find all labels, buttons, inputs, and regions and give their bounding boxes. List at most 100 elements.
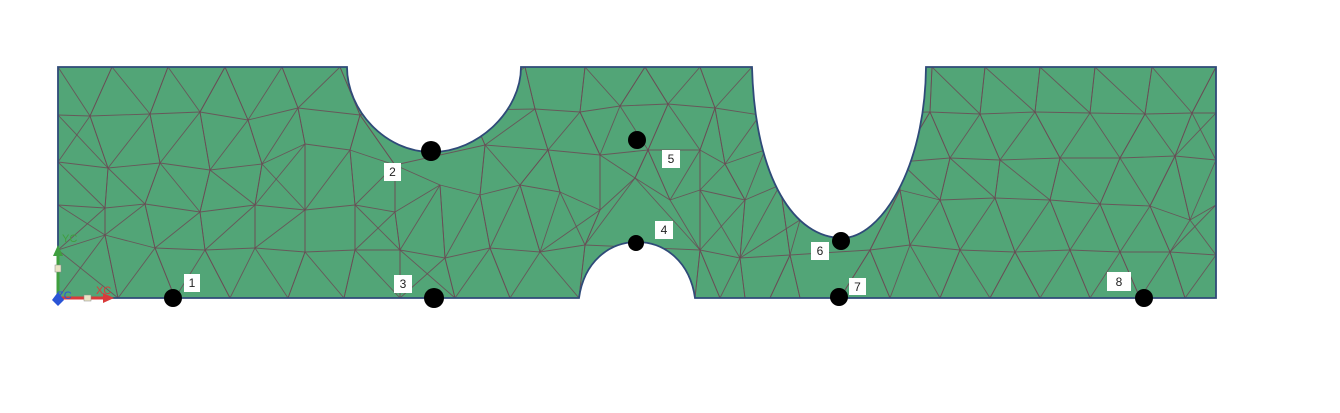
- mesh-edge: [559, 191, 586, 246]
- mesh-edge: [419, 67, 471, 111]
- mesh-edge: [104, 234, 119, 298]
- mesh-edge: [58, 234, 106, 251]
- mesh-edge: [979, 111, 1036, 115]
- mesh-edge: [1184, 254, 1216, 298]
- mesh-edge: [1144, 67, 1153, 115]
- mesh-edge: [489, 184, 521, 249]
- mesh-edge: [154, 211, 201, 249]
- svg-text:7: 7: [854, 280, 861, 294]
- mesh-edge: [58, 207, 106, 251]
- mesh-edge: [559, 191, 601, 211]
- node-8-label: 8: [1107, 272, 1131, 291]
- mesh-edge: [547, 149, 561, 193]
- mesh-edge: [58, 67, 91, 117]
- mesh-edge: [899, 189, 911, 246]
- mesh-edge: [144, 162, 161, 205]
- mesh-edge: [1174, 155, 1216, 161]
- mesh-edge: [744, 149, 766, 201]
- mesh-edge: [999, 157, 1061, 161]
- mesh-edge: [739, 219, 801, 259]
- mesh-edge: [789, 254, 801, 298]
- mesh-edge: [699, 189, 746, 201]
- mesh-edge: [839, 249, 871, 298]
- mesh-edge: [1169, 251, 1216, 256]
- mesh-edge: [669, 149, 701, 201]
- mesh-edge: [699, 189, 741, 259]
- mesh-edge: [454, 247, 491, 298]
- mesh-edge: [519, 184, 541, 253]
- mesh-edge: [599, 177, 636, 211]
- mesh-edge: [261, 143, 306, 165]
- mesh-edge: [58, 204, 106, 236]
- mesh-edge: [764, 149, 901, 163]
- mesh-edge: [1099, 203, 1121, 253]
- mesh-edge: [931, 67, 981, 115]
- mesh-edge: [869, 249, 891, 298]
- mesh-edge: [1049, 199, 1071, 251]
- mesh-edge: [714, 107, 726, 165]
- mesh-edge: [209, 169, 256, 206]
- z-axis-arrowhead: [52, 292, 64, 306]
- mesh-edge: [399, 184, 441, 251]
- mesh-edge: [1089, 251, 1121, 298]
- mesh-edge: [1174, 112, 1193, 157]
- mesh-edge: [584, 177, 636, 246]
- x-axis-arrowhead: [103, 293, 114, 303]
- mesh-edge: [999, 159, 1051, 201]
- mesh-edge: [199, 204, 256, 213]
- mesh-edge: [939, 197, 996, 201]
- mesh-edge: [994, 197, 1051, 201]
- mesh-edge: [599, 149, 649, 156]
- mesh-edge: [699, 199, 746, 251]
- mesh-edge: [699, 67, 716, 109]
- mesh-edge: [994, 197, 1016, 253]
- svg-text:6: 6: [817, 244, 824, 258]
- mesh-edge: [699, 249, 741, 259]
- node-5-marker[interactable]: [628, 131, 646, 149]
- mesh-edge: [869, 189, 901, 251]
- mesh-edge: [199, 111, 211, 171]
- mesh-edge: [489, 247, 541, 253]
- node-6-marker[interactable]: [832, 232, 850, 250]
- mesh-edge: [789, 219, 801, 256]
- mesh-edge: [739, 257, 746, 298]
- mesh-edge: [58, 204, 106, 209]
- mesh-edge: [204, 247, 256, 251]
- mesh-edge: [89, 67, 113, 117]
- y-axis-arrowhead: [53, 245, 63, 256]
- mesh-edge: [254, 247, 306, 253]
- mesh-edge: [959, 249, 991, 298]
- node-1-marker[interactable]: [164, 289, 182, 307]
- x-axis-box: [83, 294, 92, 302]
- mesh-edge: [534, 108, 549, 151]
- node-7-marker[interactable]: [830, 288, 848, 306]
- mesh-edge: [1174, 155, 1191, 221]
- node-2-marker[interactable]: [421, 141, 441, 161]
- mesh-edge: [209, 163, 263, 171]
- mesh-edge: [579, 105, 621, 113]
- mesh-edge: [647, 103, 669, 151]
- node-8-marker[interactable]: [1135, 289, 1153, 307]
- mesh-edge: [104, 167, 109, 209]
- mesh-edge: [304, 204, 356, 211]
- node-7-label: 7: [849, 278, 866, 295]
- node-3-marker[interactable]: [424, 288, 444, 308]
- node-4-marker[interactable]: [628, 235, 644, 251]
- mesh-edge: [547, 149, 601, 156]
- mesh-edge: [159, 111, 201, 164]
- node-4-label: 4: [655, 221, 673, 239]
- mesh-edge: [394, 164, 441, 186]
- mesh-edge: [534, 108, 581, 113]
- mesh-edge: [287, 251, 306, 298]
- mesh-edge: [104, 203, 146, 236]
- mesh-edge: [111, 67, 151, 115]
- mesh-edge: [724, 114, 761, 165]
- mesh-edge: [1034, 111, 1091, 114]
- mesh-edge: [58, 114, 109, 169]
- part-body[interactable]: [58, 67, 1216, 298]
- mesh-edge: [489, 247, 511, 298]
- mesh-edge: [1119, 155, 1176, 159]
- mesh-edge: [999, 111, 1036, 161]
- mesh-edge: [929, 111, 981, 115]
